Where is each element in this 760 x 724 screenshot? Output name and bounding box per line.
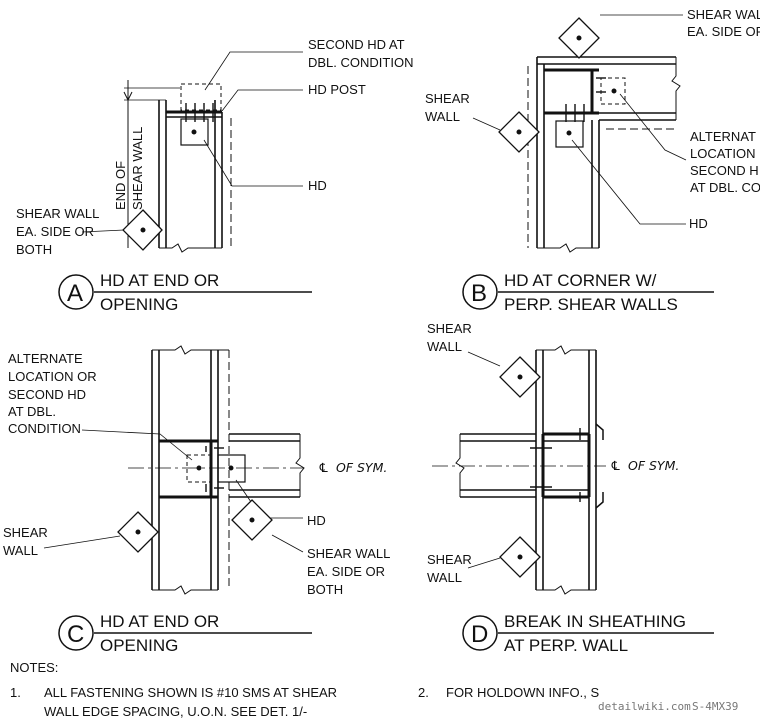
b-alt-label-4: AT DBL. CO xyxy=(690,180,760,195)
b-alt-label-1: ALTERNAT xyxy=(690,129,756,144)
b-alt-label-3: SECOND H xyxy=(690,163,759,178)
a-end-of-label: END OF xyxy=(113,161,128,210)
b-hd-label: HD xyxy=(689,216,708,231)
d-shear-bot-label-1: SHEAR xyxy=(427,552,472,567)
b-shear-label-2: WALL xyxy=(425,109,460,124)
watermark-code: S-4MX39 xyxy=(692,700,738,713)
a-hd-post-label: HD POST xyxy=(308,82,366,97)
a-sw-label-2: EA. SIDE OR xyxy=(16,224,94,239)
b-title-line-1: HD AT CORNER W/ xyxy=(504,271,657,290)
note-1-number: 1. xyxy=(10,685,21,700)
d-centerline-symbol: ℄ xyxy=(610,458,621,473)
b-shear-label-1: SHEAR xyxy=(425,91,470,106)
b-top-label-1: SHEAR WAL xyxy=(687,7,760,22)
a-detail-letter: A xyxy=(67,280,83,307)
d-sym-label: OF SYM. xyxy=(628,458,679,473)
d-shear-bot-label-2: WALL xyxy=(427,570,462,585)
c-centerline-symbol: ℄ xyxy=(318,460,329,475)
a-title-line-2: OPENING xyxy=(100,295,178,314)
c-shear-label-2: WALL xyxy=(3,543,38,558)
detail-b-drawing xyxy=(462,14,714,310)
d-detail-letter: D xyxy=(471,621,488,648)
b-top-label-2: EA. SIDE OF xyxy=(687,24,760,39)
a-sw-label-3: BOTH xyxy=(16,242,52,257)
c-sw-label-3: BOTH xyxy=(307,582,343,597)
d-shear-top-label-2: WALL xyxy=(427,339,462,354)
b-title-line-2: PERP. SHEAR WALLS xyxy=(504,295,678,314)
a-sw-label-1: SHEAR WALL xyxy=(16,206,99,221)
c-detail-letter: C xyxy=(67,621,84,648)
detail-a-drawing xyxy=(58,51,312,310)
note-1-line-1: ALL FASTENING SHOWN IS #10 SMS AT SHEAR xyxy=(44,685,337,700)
c-shear-label-1: SHEAR xyxy=(3,525,48,540)
b-detail-letter: B xyxy=(471,280,487,307)
note-2-text: FOR HOLDOWN INFO., S xyxy=(446,685,599,700)
c-title-line-2: OPENING xyxy=(100,636,178,655)
c-alt-label-3: SECOND HD xyxy=(8,387,86,402)
a-title-line-1: HD AT END OR xyxy=(100,271,219,290)
c-alt-label-4: AT DBL. xyxy=(8,404,56,419)
detail-c-drawing xyxy=(43,345,312,651)
a-second-hd-label-2: DBL. CONDITION xyxy=(308,55,413,70)
c-sw-label-2: EA. SIDE OR xyxy=(307,564,385,579)
c-alt-label-2: LOCATION OR xyxy=(8,369,97,384)
detail-d-drawing xyxy=(432,345,714,651)
d-shear-top-label-1: SHEAR xyxy=(427,321,472,336)
a-shear-wall-vert-label: SHEAR WALL xyxy=(130,127,145,210)
a-second-hd-label-1: SECOND HD AT xyxy=(308,37,405,52)
notes-heading: NOTES: xyxy=(10,660,58,675)
c-alt-label-5: CONDITION xyxy=(8,421,81,436)
note-2-number: 2. xyxy=(418,685,429,700)
c-title-line-1: HD AT END OR xyxy=(100,612,219,631)
c-alt-label-1: ALTERNATE xyxy=(8,351,83,366)
d-title-line-1: BREAK IN SHEATHING xyxy=(504,612,686,631)
a-hd-label: HD xyxy=(308,178,327,193)
note-1-line-2: WALL EDGE SPACING, U.O.N. SEE DET. 1/- xyxy=(44,704,307,719)
c-sw-label-1: SHEAR WALL xyxy=(307,546,390,561)
watermark-site: detailwiki.com xyxy=(598,700,691,713)
c-sym-label: OF SYM. xyxy=(336,460,387,475)
d-title-line-2: AT PERP. WALL xyxy=(504,636,628,655)
c-hd-label: HD xyxy=(307,513,326,528)
b-alt-label-2: LOCATION xyxy=(690,146,756,161)
